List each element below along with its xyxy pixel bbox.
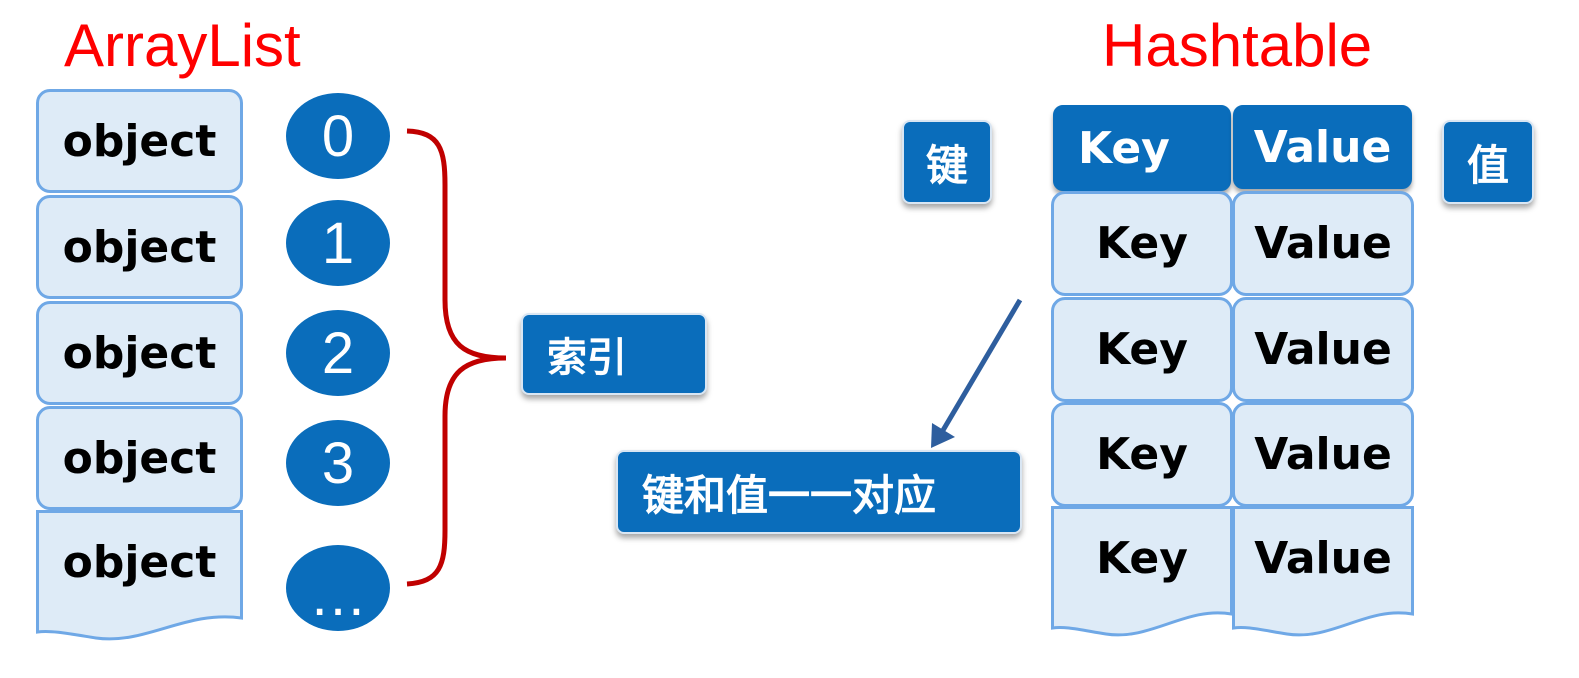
key-label-text: 键 <box>925 140 968 190</box>
arraylist-item-label: object <box>62 221 217 273</box>
value-label: 值 <box>1442 120 1534 204</box>
index-circle: 2 <box>286 310 390 396</box>
index-circle: … <box>286 545 390 631</box>
value-text: Value <box>1254 429 1392 480</box>
index-brace <box>406 128 507 587</box>
index-label: 索引 <box>521 313 707 395</box>
key-text: Key <box>1096 324 1188 375</box>
value-text: Value <box>1254 218 1392 269</box>
hashtable-key-cell: Key <box>1051 191 1233 296</box>
index-label-text: 索引 <box>547 335 627 381</box>
wave-shape <box>1051 506 1233 637</box>
index-number: 2 <box>321 320 355 386</box>
arraylist-item: object <box>36 195 243 299</box>
index-number: … <box>309 563 367 628</box>
value-text: Value <box>1254 532 1392 584</box>
hashtable-value-cell: Value <box>1232 402 1414 507</box>
hashtable-title: Hashtable <box>1102 12 1373 79</box>
hashtable-key-cell: Key <box>1051 402 1233 507</box>
arraylist-item-label: object <box>62 327 217 379</box>
index-circle: 1 <box>286 200 390 286</box>
mapping-label-text: 键和值一一对应 <box>642 470 937 520</box>
key-label: 键 <box>902 120 992 204</box>
header-key-text: Key <box>1078 122 1170 174</box>
header-value-text: Value <box>1253 121 1392 173</box>
index-circle: 0 <box>286 93 390 179</box>
mapping-label: 键和值一一对应 <box>616 450 1022 534</box>
arraylist-item: object <box>36 301 243 405</box>
arraylist-item-label: object <box>62 432 217 484</box>
mapping-arrow-head <box>931 423 955 448</box>
arraylist-item: object <box>36 510 243 642</box>
index-number: 0 <box>321 103 355 169</box>
hashtable-value-cell: Value <box>1232 297 1414 402</box>
key-text: Key <box>1096 429 1188 480</box>
wave-shape <box>1232 506 1414 637</box>
hashtable-value-cell: Value <box>1232 191 1414 296</box>
index-number: 1 <box>321 210 355 276</box>
arraylist-title: ArrayList <box>64 12 301 79</box>
key-text: Key <box>1096 218 1188 269</box>
index-number: 3 <box>321 430 355 496</box>
arraylist-item: object <box>36 89 243 193</box>
arraylist-item: object <box>36 406 243 510</box>
mapping-arrow-line <box>939 298 1023 434</box>
arraylist-item-label: object <box>62 115 217 167</box>
wave-shape <box>36 510 243 641</box>
hashtable-header-value: Value <box>1233 105 1412 189</box>
value-text: Value <box>1254 324 1392 375</box>
index-circle: 3 <box>286 420 390 506</box>
key-text: Key <box>1096 532 1188 584</box>
hashtable-key-cell: Key <box>1051 297 1233 402</box>
hashtable-value-cell: Value <box>1232 506 1414 638</box>
hashtable-key-cell: Key <box>1051 506 1233 638</box>
hashtable-header-key: Key <box>1053 105 1231 191</box>
arraylist-item-label: object <box>62 536 217 588</box>
value-label-text: 值 <box>1466 140 1509 190</box>
